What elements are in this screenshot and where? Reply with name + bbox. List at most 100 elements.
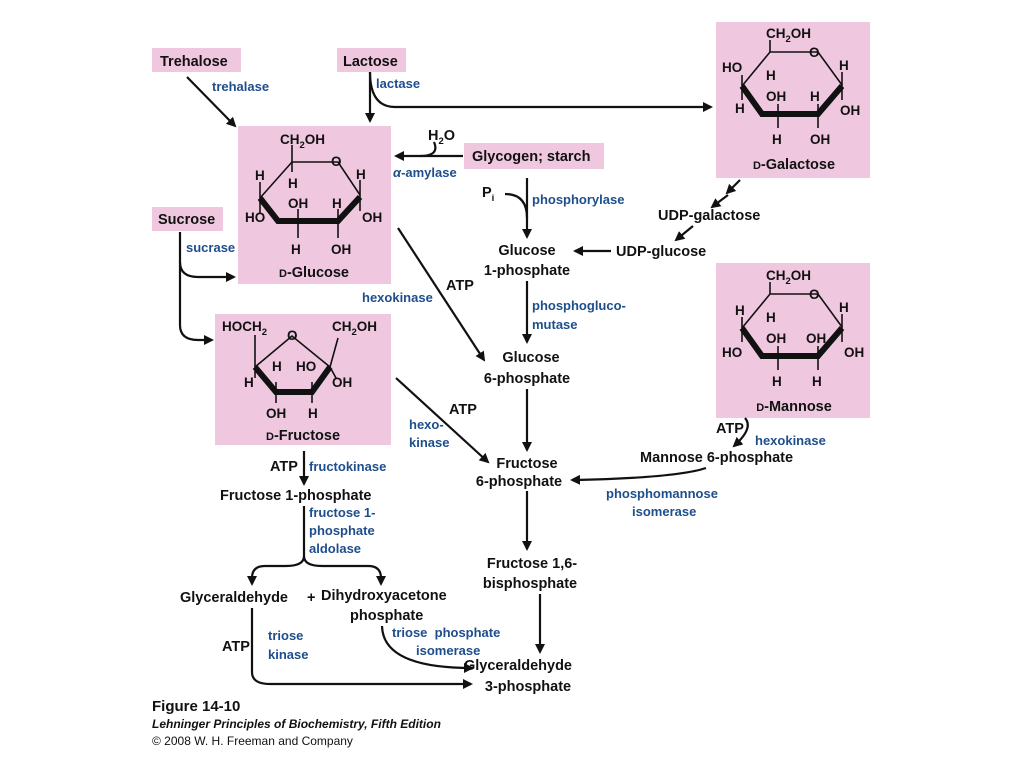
- glucose-6-phosphate-line1: Glucose: [502, 350, 559, 366]
- arrow-f1p-to-dhap: [302, 555, 386, 586]
- arrow-fructose-to-f6p: [395, 377, 490, 464]
- svg-text:OH: OH: [766, 89, 786, 104]
- mannose-ring-back: [741, 293, 843, 329]
- galactose-box: [716, 22, 870, 178]
- triose-phosphate-isomerase-line1: triose phosphate: [392, 625, 500, 640]
- atp-glucose-label: ATP: [446, 278, 474, 294]
- alpha-amylase-enzyme: α-amylase: [393, 165, 457, 180]
- inorganic-phosphate-label: Pi: [482, 185, 494, 204]
- svg-text:OH: OH: [844, 345, 864, 360]
- svg-text:H: H: [839, 58, 849, 73]
- glucose-structure: CH2OH O H H H HO OH H OH H OH D-Glucose: [245, 132, 382, 281]
- svg-text:HO: HO: [245, 210, 265, 225]
- dihydroxyacetone-line1: Dihydroxyacetone: [321, 588, 447, 604]
- pi-input-curve: [504, 192, 529, 219]
- arrow-udp-galactose-to-udp-glucose: [674, 225, 694, 242]
- glycogen-starch-label: Glycogen; starch: [472, 149, 590, 165]
- svg-text:H: H: [772, 374, 782, 389]
- svg-text:HOCH2: HOCH2: [222, 319, 267, 338]
- lactose-label: Lactose: [343, 54, 398, 70]
- svg-text:H: H: [308, 406, 318, 421]
- svg-text:H: H: [812, 374, 822, 389]
- phosphomannose-isomerase-line2: isomerase: [632, 504, 696, 519]
- svg-text:OH: OH: [840, 103, 860, 118]
- atp-fructokinase-label: ATP: [270, 459, 298, 475]
- svg-text:H: H: [766, 310, 776, 325]
- copyright-line: © 2008 W. H. Freeman and Company: [152, 734, 353, 748]
- svg-text:H: H: [772, 132, 782, 147]
- udp-glucose-label: UDP-glucose: [616, 244, 706, 260]
- fructose-bisphosphate-line2: bisphosphate: [483, 576, 577, 592]
- svg-text:H: H: [244, 375, 254, 390]
- svg-text:OH: OH: [810, 132, 830, 147]
- galactose-structure: CH2OH O HO H H H OH H OH H OH D-Galactos…: [722, 26, 860, 173]
- aldolase-line1: fructose 1-: [309, 505, 375, 520]
- mannose-name: D-Mannose: [756, 399, 832, 415]
- arrow-sucrose-to-fructose: [178, 262, 214, 345]
- svg-text:H: H: [735, 101, 745, 116]
- svg-text:H: H: [839, 300, 849, 315]
- glucose-1-phosphate-line1: Glucose: [498, 243, 555, 259]
- fructose-6-phosphate-line2: 6-phosphate: [476, 474, 562, 490]
- svg-text:OH: OH: [766, 331, 786, 346]
- phosphorylase-enzyme: phosphorylase: [532, 192, 624, 207]
- glucose-ring-front: [257, 194, 363, 224]
- trehalose-box: [152, 48, 241, 72]
- arrow-galactose-step2: [710, 194, 729, 209]
- svg-text:OH: OH: [288, 196, 308, 211]
- glucose-6-phosphate-line2: 6-phosphate: [484, 371, 570, 387]
- svg-text:CH2OH: CH2OH: [766, 268, 811, 287]
- arrow-glyceraldehyde-to-g3p: [250, 608, 473, 689]
- glucose-name: D-Glucose: [279, 265, 349, 281]
- arrow-m6p-to-f6p: [570, 466, 707, 485]
- figure-number: Figure 14-10: [152, 698, 240, 715]
- fructose-structure: HOCH2 CH2OH O H H HO OH OH H D-Fructose: [222, 319, 377, 444]
- mannose-ring-front: [739, 326, 845, 359]
- fructose-6-phosphate-line1: Fructose: [496, 456, 557, 472]
- mannose-structure: CH2OH O H H H HO OH OH OH H H D-Mannose: [722, 268, 864, 415]
- plus-sign: +: [307, 590, 315, 606]
- svg-text:H: H: [255, 168, 265, 183]
- dihydroxyacetone-line2: phosphate: [350, 608, 423, 624]
- svg-text:CH2OH: CH2OH: [332, 319, 377, 338]
- sucrase-enzyme: sucrase: [186, 240, 235, 255]
- phosphoglucomutase-line1: phosphogluco-: [532, 298, 626, 313]
- glucose-ring-back: [259, 161, 361, 199]
- fructose-bisphosphate-line1: Fructose 1,6-: [487, 556, 577, 572]
- triose-phosphate-isomerase-line2: isomerase: [416, 643, 480, 658]
- hexokinase-fructose-line2: kinase: [409, 435, 449, 450]
- arrow-f1p-to-glyceraldehyde: [247, 555, 306, 586]
- fructose-ring-back: [254, 334, 331, 368]
- triose-kinase-line2: kinase: [268, 647, 308, 662]
- galactose-name: D-Galactose: [753, 157, 835, 173]
- arrow-dhap-to-g3p: [380, 625, 474, 673]
- aldolase-line3: aldolase: [309, 541, 361, 556]
- atp-mannose-label: ATP: [716, 421, 744, 437]
- g3p-line1: Glyceraldehyde: [464, 658, 572, 674]
- arrow-lactose-to-galactose: [368, 71, 713, 112]
- glycogen-starch-box: [464, 143, 604, 169]
- triose-kinase-line1: triose: [268, 628, 303, 643]
- atp-triose-kinase-label: ATP: [222, 639, 250, 655]
- galactose-ring-back: [741, 51, 843, 87]
- arrow-trehalose-to-glucose: [186, 76, 237, 128]
- g3p-line2: 3-phosphate: [485, 679, 571, 695]
- fructokinase-enzyme: fructokinase: [309, 459, 386, 474]
- fructose-1-phosphate-label: Fructose 1-phosphate: [220, 488, 371, 504]
- fructose-name: D-Fructose: [266, 428, 340, 444]
- lactase-enzyme: lactase: [376, 76, 420, 91]
- svg-text:OH: OH: [332, 375, 352, 390]
- arrow-glucose-to-g6p: [397, 227, 486, 362]
- hexokinase-mannose-enzyme: hexokinase: [755, 433, 826, 448]
- mannose-box: [716, 263, 870, 418]
- svg-text:H: H: [356, 167, 366, 182]
- svg-text:CH2OH: CH2OH: [766, 26, 811, 45]
- svg-text:H: H: [291, 242, 301, 257]
- svg-text:OH: OH: [331, 242, 351, 257]
- svg-text:CH2OH: CH2OH: [280, 132, 325, 151]
- fructose-box: [215, 314, 391, 445]
- udp-galactose-label: UDP-galactose: [658, 208, 760, 224]
- svg-text:H: H: [332, 196, 342, 211]
